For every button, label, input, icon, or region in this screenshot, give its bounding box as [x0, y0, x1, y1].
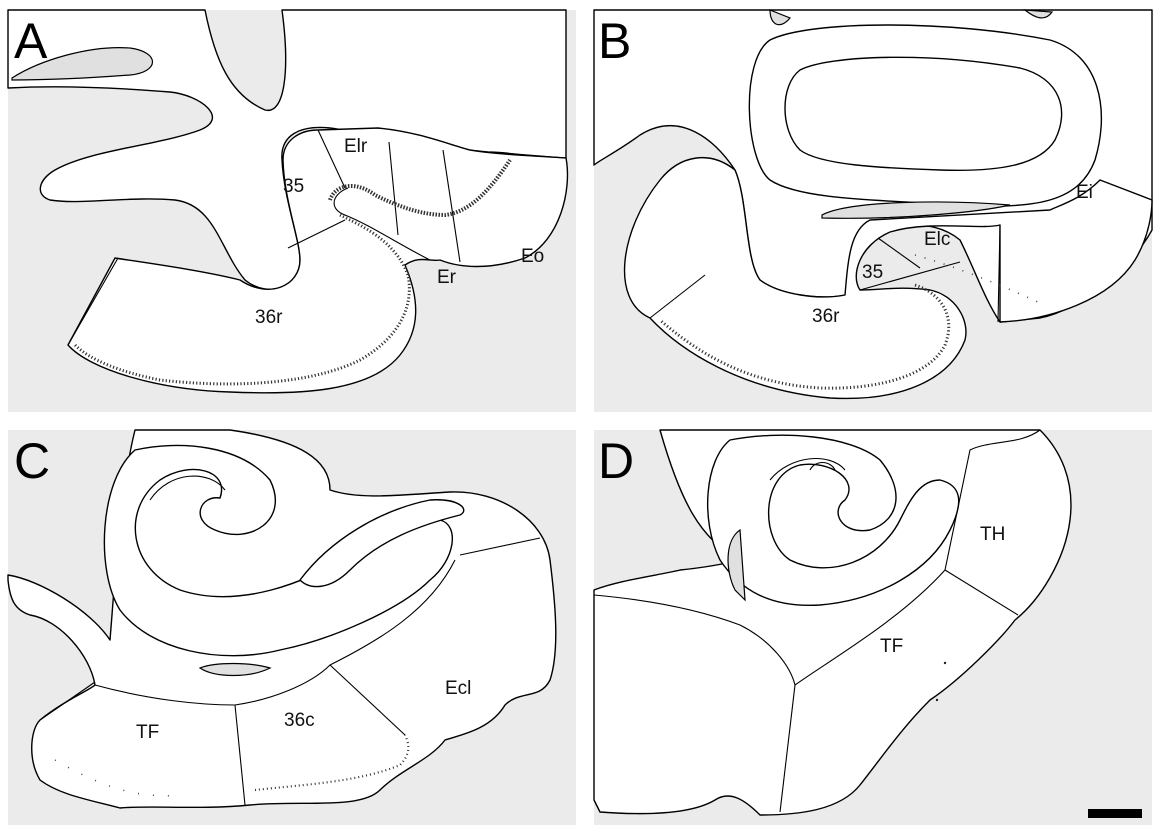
- label-elr: Elr: [344, 136, 368, 157]
- label-35-a: 35: [283, 176, 304, 197]
- label-ei: Ei: [1076, 182, 1093, 203]
- panel-c-letter: C: [14, 433, 50, 489]
- label-ecl: Ecl: [445, 678, 471, 699]
- panel-d-letter: D: [598, 433, 634, 489]
- panel-b: B Ei Elc 35 36r: [594, 10, 1152, 412]
- scale-bar: [1088, 809, 1142, 818]
- label-36r-a: 36r: [255, 307, 283, 328]
- panel-d-cell-1: [944, 662, 946, 664]
- panel-d: D TH TF: [594, 430, 1152, 825]
- panel-a-letter: A: [14, 13, 48, 69]
- label-elc: Elc: [924, 229, 950, 250]
- label-tf-c: TF: [136, 722, 159, 743]
- panel-b-hippocampus-inner: [785, 57, 1062, 170]
- panel-c: C Ecl TF 36c: [8, 430, 576, 825]
- label-36c: 36c: [284, 710, 315, 731]
- panel-a: A Elr 35 Eo Er 36r: [8, 10, 576, 412]
- label-th: TH: [980, 524, 1005, 545]
- label-er: Er: [437, 267, 457, 288]
- label-35-b: 35: [862, 262, 883, 283]
- panel-b-letter: B: [598, 13, 631, 69]
- label-eo: Eo: [521, 246, 544, 267]
- label-36r-b: 36r: [812, 306, 840, 327]
- label-tf-d: TF: [880, 636, 903, 657]
- panel-d-cell-2: [936, 699, 938, 701]
